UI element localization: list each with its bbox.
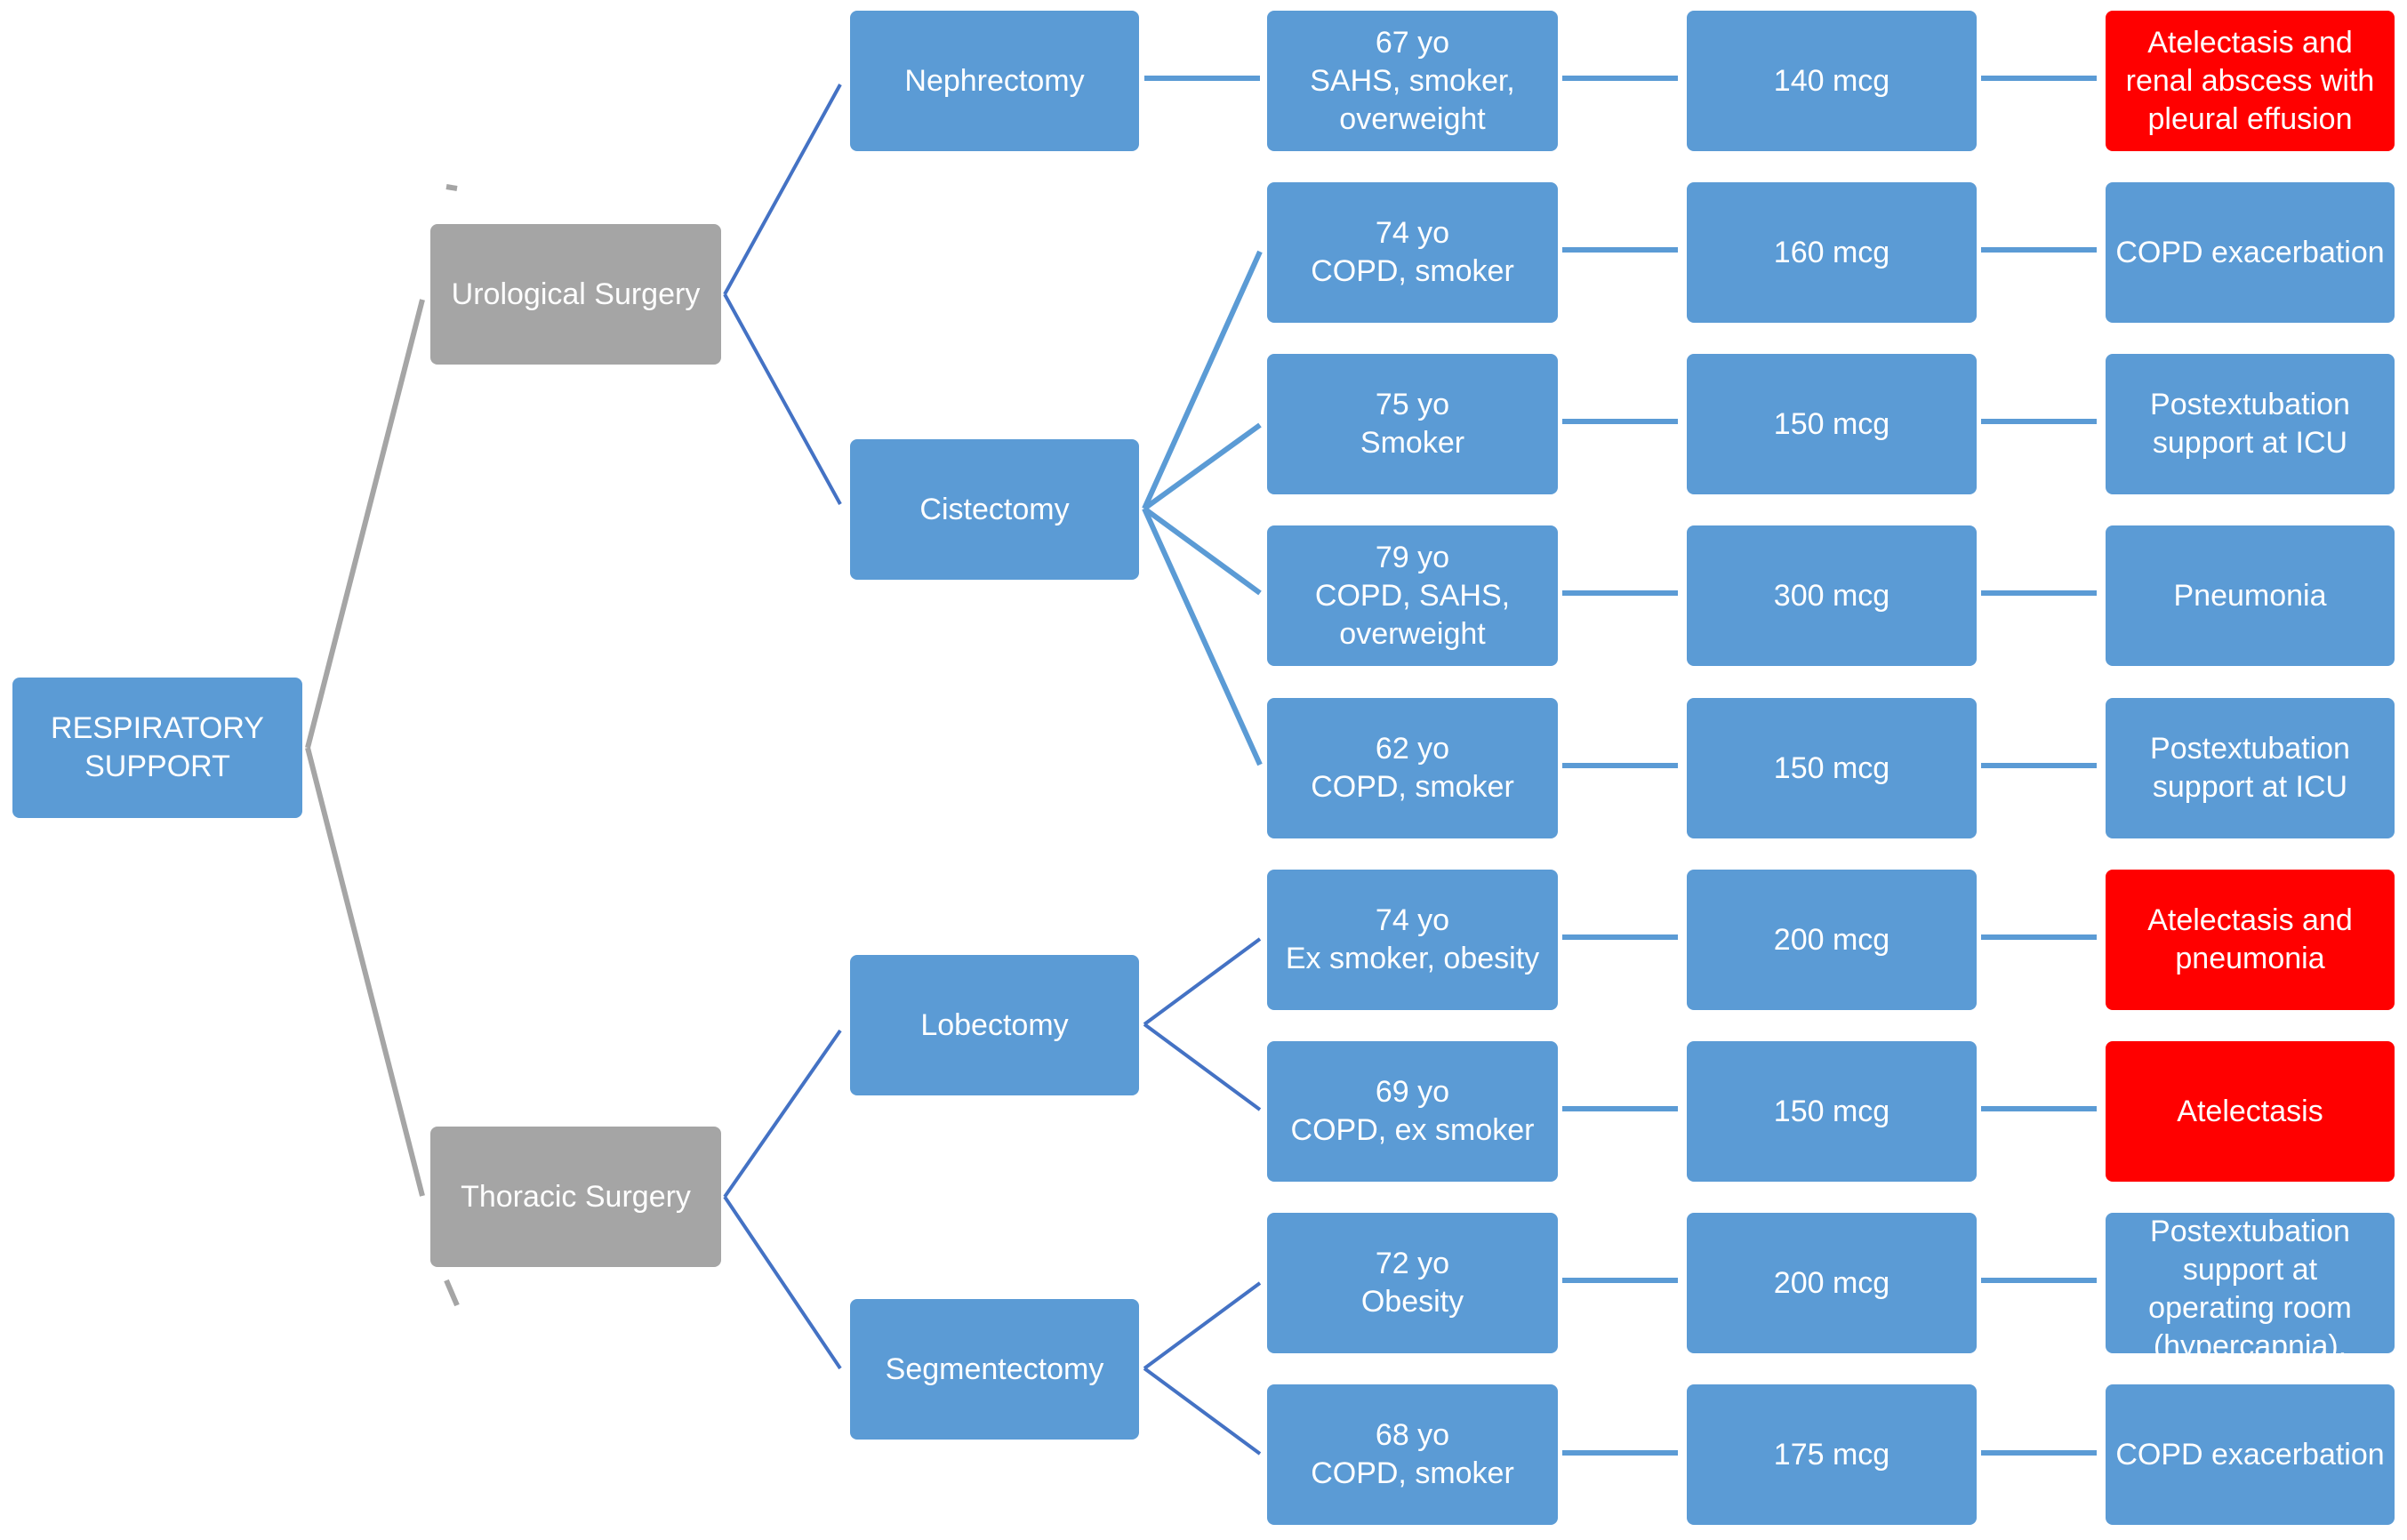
patient-node: 75 yo Smoker [1267,354,1558,494]
patient-node: 74 yo COPD, smoker [1267,182,1558,323]
outcome-node: Pneumonia [2106,525,2395,666]
procedure-segmentectomy: Segmentectomy [850,1299,1139,1440]
patient-node: 79 yo COPD, SAHS, overweight [1267,525,1558,666]
outcome-node: Atelectasis and renal abscess with pleur… [2106,11,2395,151]
dose-node: 175 mcg [1687,1384,1977,1525]
outcome-node: COPD exacerbation [2106,1384,2395,1525]
outcome-node: Postextubation support at ICU [2106,698,2395,838]
category-thoracic-surgery: Thoracic Surgery [430,1127,721,1267]
outcome-node: COPD exacerbation [2106,182,2395,323]
outcome-node: Atelectasis [2106,1041,2395,1182]
dose-node: 150 mcg [1687,1041,1977,1182]
outcome-node: Postextubation support at operating room… [2106,1213,2395,1353]
patient-node: 74 yo Ex smoker, obesity [1267,870,1558,1010]
dose-node: 160 mcg [1687,182,1977,323]
dose-node: 150 mcg [1687,354,1977,494]
dose-node: 200 mcg [1687,870,1977,1010]
patient-node: 72 yo Obesity [1267,1213,1558,1353]
patient-node: 68 yo COPD, smoker [1267,1384,1558,1525]
row-connectors [1144,76,2097,1456]
category-urological-surgery: Urological Surgery [430,224,721,365]
dose-node: 300 mcg [1687,525,1977,666]
root-connectors [305,184,460,1307]
dose-node: 140 mcg [1687,11,1977,151]
outcome-node: Postextubation support at ICU [2106,354,2395,494]
dose-node: 150 mcg [1687,698,1977,838]
dose-node: 200 mcg [1687,1213,1977,1353]
cistectomy-connectors [1142,250,1263,766]
procedure-cistectomy: Cistectomy [850,439,1139,580]
root-node: RESPIRATORY SUPPORT [12,678,302,818]
patient-node: 67 yo SAHS, smoker, overweight [1267,11,1558,151]
patient-node: 62 yo COPD, smoker [1267,698,1558,838]
procedure-nephrectomy: Nephrectomy [850,11,1139,151]
procedure-lobectomy: Lobectomy [850,955,1139,1095]
outcome-node: Atelectasis and pneumonia [2106,870,2395,1010]
category-connectors [723,84,1262,1456]
patient-node: 69 yo COPD, ex smoker [1267,1041,1558,1182]
